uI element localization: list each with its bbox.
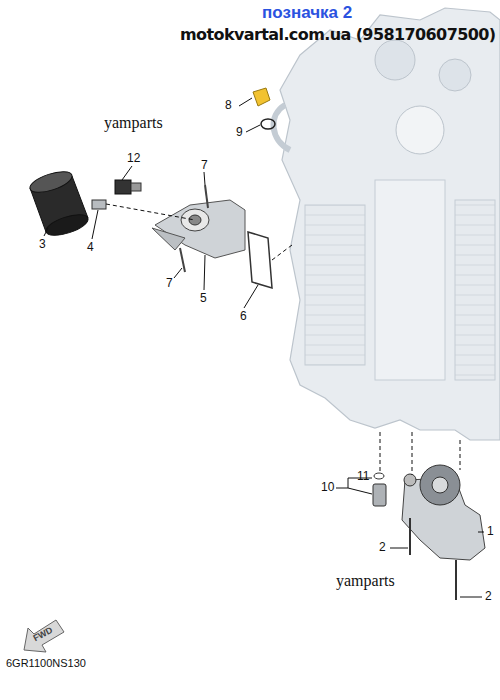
watermark: yamparts: [104, 114, 163, 132]
oil-filter-bracket: [152, 200, 245, 258]
leader-lines: [44, 98, 484, 597]
callout-number: 4: [86, 241, 95, 254]
o-ring: [261, 119, 275, 129]
callout-number: 5: [199, 292, 208, 305]
union-fitting: [92, 200, 106, 209]
oil-filter: [28, 168, 91, 240]
pump-bolts: [410, 518, 456, 600]
header-mark: позначка 2: [262, 4, 352, 23]
callout-number: 10: [320, 481, 335, 494]
callout-number: 6: [239, 310, 248, 323]
callout-number: 1: [486, 525, 495, 538]
callout-number: 9: [235, 126, 244, 139]
drain-plug: [253, 88, 270, 106]
engine-block: [274, 8, 500, 440]
callout-number: 2: [484, 590, 493, 603]
callout-number: 2: [378, 541, 387, 554]
fwd-arrow: [24, 620, 64, 652]
o-ring: [374, 473, 384, 479]
oil-pressure-sensor: [115, 180, 141, 194]
callout-number: 7: [165, 277, 174, 290]
relief-valve: [373, 484, 386, 506]
diagram-code: 6GR1100NS130: [6, 657, 86, 669]
site-contact: motokvartal.com.ua (958170607500): [180, 26, 495, 44]
callout-number: 12: [126, 152, 141, 165]
watermark: yamparts: [336, 572, 395, 590]
callout-number: 11: [356, 470, 370, 483]
bolts: [180, 185, 208, 272]
gasket: [248, 232, 272, 288]
callout-number: 7: [200, 159, 209, 172]
oil-pump: [402, 465, 485, 560]
callout-number: 8: [224, 99, 233, 112]
callout-number: 3: [38, 238, 47, 251]
